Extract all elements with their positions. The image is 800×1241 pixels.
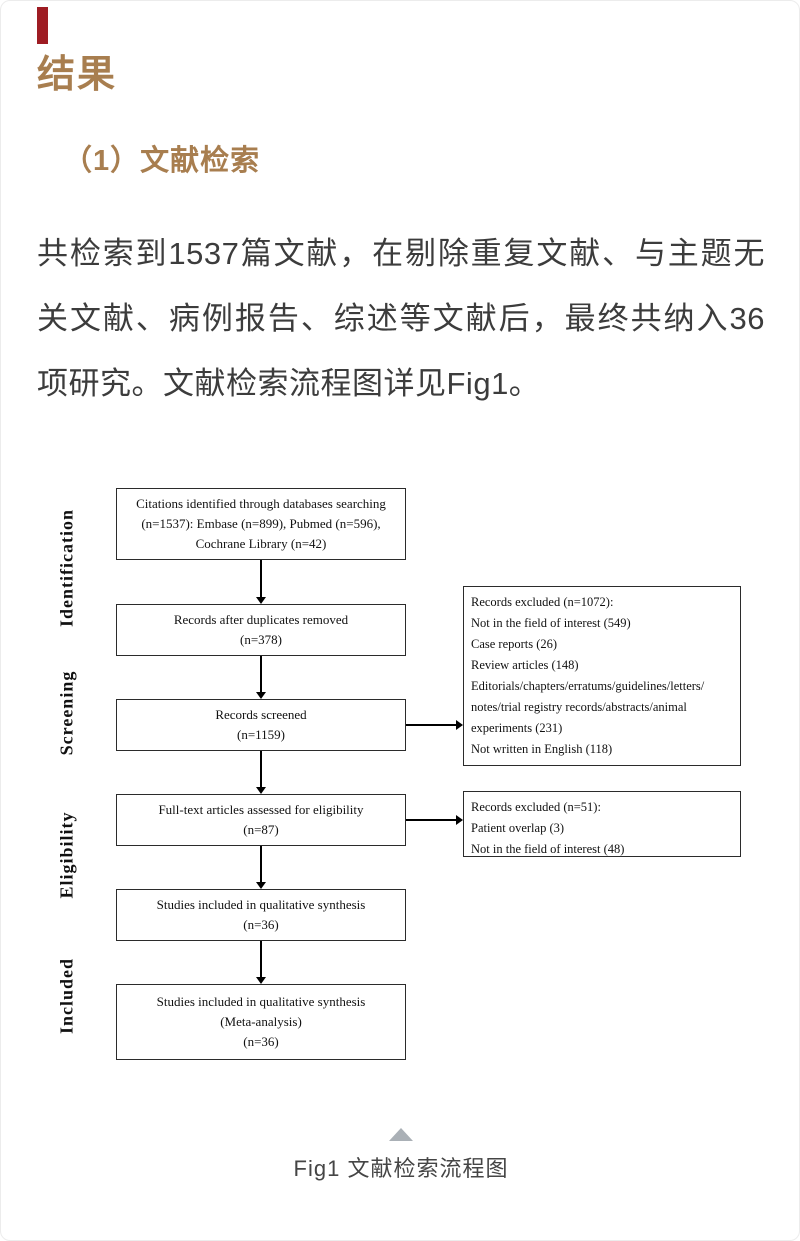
body-paragraph: 共检索到1537篇文献，在剔除重复文献、与主题无关文献、病例报告、综述等文献后，… (37, 236, 765, 401)
flow-arrow-down (260, 560, 262, 597)
flow-arrow-down (260, 941, 262, 977)
stage-label-eligibility: Eligibility (56, 811, 77, 899)
page-title: 结果 (37, 54, 118, 96)
stage-label-included: Included (56, 957, 77, 1035)
flow-box-duplicates-removed: Records after duplicates removed (n=378) (116, 604, 406, 656)
flow-arrow-down (260, 656, 262, 692)
flow-box-fulltext-assessed: Full-text articles assessed for eligibil… (116, 794, 406, 846)
flow-box-screened: Records screened (n=1159) (116, 699, 406, 751)
side-box-excluded-screening: Records excluded (n=1072): Not in the fi… (463, 586, 741, 766)
flow-arrow-right (406, 724, 456, 726)
stage-label-screening: Screening (56, 670, 77, 756)
accent-bar (37, 7, 48, 44)
flow-box-qualitative: Studies included in qualitative synthesi… (116, 889, 406, 941)
collapse-arrow-icon[interactable] (389, 1128, 413, 1141)
section-heading: （1）文献检索 (63, 145, 261, 177)
stage-label-identification: Identification (56, 508, 77, 628)
flow-arrow-down (260, 846, 262, 882)
figure-caption: Fig1 文献检索流程图 (293, 1156, 509, 1181)
side-box-excluded-eligibility: Records excluded (n=51): Patient overlap… (463, 791, 741, 857)
flow-box-meta-analysis: Studies included in qualitative synthesi… (116, 984, 406, 1060)
flow-arrow-down (260, 751, 262, 787)
flow-box-identified: Citations identified through databases s… (116, 488, 406, 560)
flow-arrow-right (406, 819, 456, 821)
prisma-flowchart: Identification Screening Eligibility Inc… (1, 481, 800, 1081)
